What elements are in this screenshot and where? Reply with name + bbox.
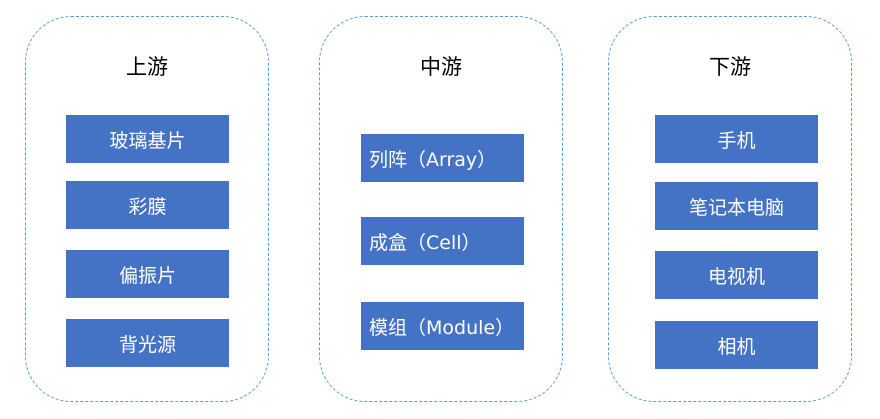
downstream-title: 下游 bbox=[709, 55, 751, 79]
upstream-item-color-filter: 彩膜 bbox=[66, 181, 229, 229]
downstream-item-laptop: 笔记本电脑 bbox=[655, 182, 818, 230]
downstream-group: 下游 手机 笔记本电脑 电视机 相机 bbox=[608, 16, 852, 402]
upstream-group: 上游 玻璃基片 彩膜 偏振片 背光源 bbox=[25, 16, 269, 402]
midstream-item-cell: 成盒（Cell） bbox=[361, 217, 524, 265]
midstream-title: 中游 bbox=[420, 55, 462, 79]
midstream-item-module: 模组（Module） bbox=[361, 302, 524, 350]
upstream-title: 上游 bbox=[126, 55, 168, 79]
upstream-item-backlight: 背光源 bbox=[66, 319, 229, 367]
midstream-group: 中游 列阵（Array） 成盒（Cell） 模组（Module） bbox=[319, 16, 563, 402]
downstream-item-tv: 电视机 bbox=[655, 251, 818, 299]
upstream-item-polarizer: 偏振片 bbox=[66, 250, 229, 298]
downstream-item-phone: 手机 bbox=[655, 115, 818, 163]
midstream-item-array: 列阵（Array） bbox=[361, 134, 524, 182]
downstream-item-camera: 相机 bbox=[655, 321, 818, 369]
upstream-item-glass-substrate: 玻璃基片 bbox=[66, 115, 229, 163]
